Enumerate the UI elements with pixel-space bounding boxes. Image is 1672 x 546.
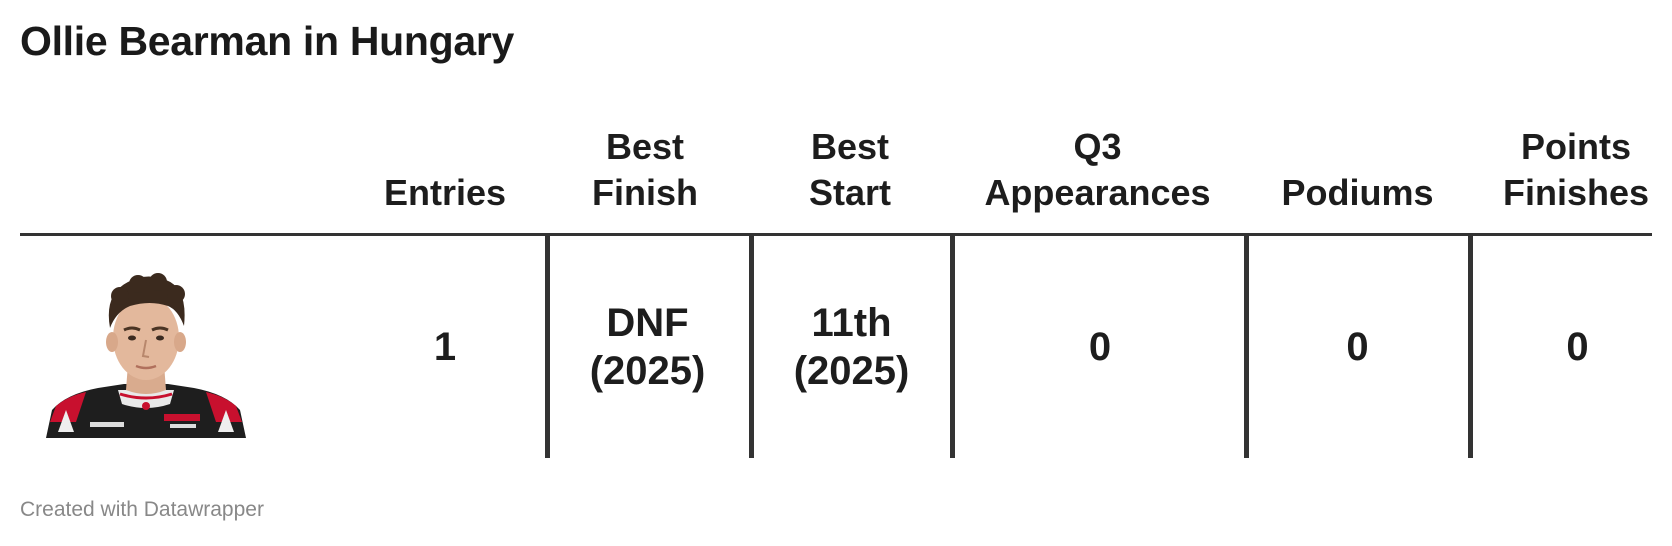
cell-best-finish: DNF (2025) <box>589 301 706 393</box>
driver-photo <box>46 273 246 438</box>
header-entries: Entries <box>383 172 507 213</box>
header-points-finishes: Points Finishes <box>1502 126 1650 213</box>
table-title: Ollie Bearman in Hungary <box>20 18 515 64</box>
column-divider <box>950 236 955 458</box>
column-divider <box>545 236 550 458</box>
cell-q3-appearances: 0 <box>1088 325 1112 369</box>
column-divider <box>749 236 754 458</box>
column-divider <box>1244 236 1249 458</box>
cell-points-finishes: 0 <box>1566 325 1589 369</box>
header-q3-appearances: Q3 Appearances <box>984 126 1211 213</box>
cell-entries: 1 <box>433 325 457 369</box>
column-divider <box>1468 236 1473 458</box>
cell-best-start: 11th (2025) <box>793 301 910 393</box>
header-rule <box>20 233 1652 236</box>
header-best-finish: Best Finish <box>592 126 698 213</box>
cell-podiums: 0 <box>1346 325 1369 369</box>
table-header-row: Entries Best Finish Best Start Q3 Appear… <box>0 120 1672 216</box>
header-best-start: Best Start <box>808 126 892 213</box>
footer-credit: Created with Datawrapper <box>20 498 264 521</box>
header-podiums: Podiums <box>1281 172 1434 213</box>
